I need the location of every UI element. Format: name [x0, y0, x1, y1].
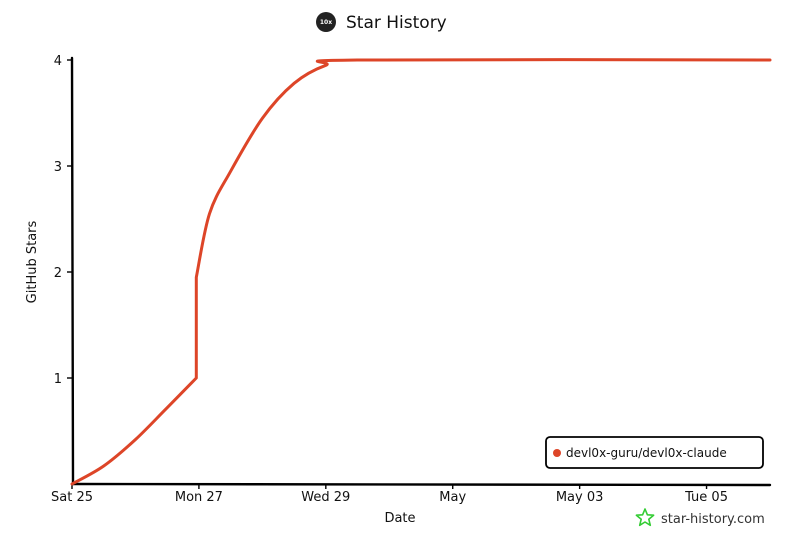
y-tick-labels: 1 2 3 4	[54, 54, 72, 387]
x-tick-label: Sat 25	[51, 490, 93, 505]
x-tick-label: May	[439, 490, 466, 505]
y-axis-label: GitHub Stars	[25, 220, 40, 303]
chart-title: Star History	[346, 13, 447, 33]
series-line-0	[70, 58, 772, 486]
x-tick-label: Wed 29	[301, 490, 350, 505]
legend-box	[545, 436, 764, 469]
y-tick-label: 4	[54, 54, 62, 69]
brand-link-text[interactable]: star-history.com	[661, 512, 765, 527]
series-layer	[70, 58, 772, 486]
legend-swatch	[553, 449, 561, 457]
y-tick-label: 2	[54, 266, 62, 281]
x-tick-label: Tue 05	[684, 490, 728, 505]
x-tick-labels: Sat 25 Mon 27 Wed 29 May May 03 Tue 05	[51, 484, 728, 505]
x-axis-line	[70, 482, 772, 487]
brand-logo-icon	[316, 12, 336, 32]
brand-logo-text: 10x	[320, 19, 332, 26]
x-tick-label: May 03	[556, 490, 604, 505]
y-tick-label: 1	[54, 372, 62, 387]
y-tick-label: 3	[54, 160, 62, 175]
x-axis-label: Date	[384, 511, 415, 526]
legend-item-label: devl0x-guru/devl0x-claude	[566, 446, 727, 460]
legend: devl0x-guru/devl0x-claude	[545, 436, 764, 469]
x-tick-label: Mon 27	[175, 490, 223, 505]
axes	[70, 56, 772, 487]
star-icon	[635, 508, 655, 527]
chart-header: 10x Star History	[316, 12, 447, 33]
y-axis-line	[70, 56, 75, 486]
brand-footer[interactable]: star-history.com	[635, 508, 765, 527]
